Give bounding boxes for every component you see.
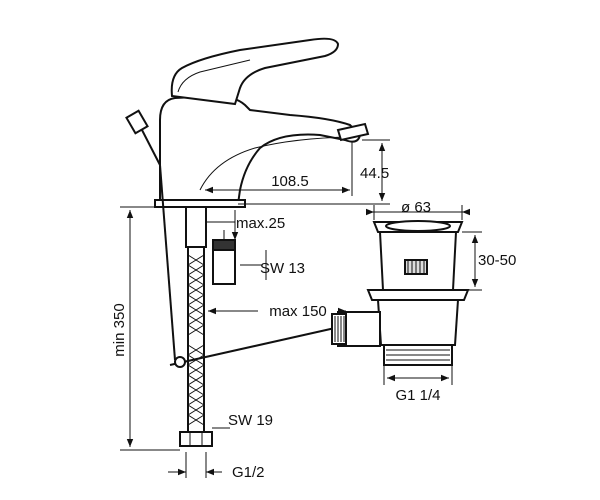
pop-up-rod: [159, 164, 336, 368]
label-108-5: 108.5: [271, 173, 309, 190]
lever-handle: [170, 37, 340, 106]
waste-valve: [331, 220, 470, 366]
dim-max-25: [206, 210, 239, 240]
label-sw-13: SW 13: [260, 260, 305, 277]
pop-up-knob: [125, 109, 161, 166]
dim-min-350: [120, 206, 180, 451]
dim-diameter-63: [366, 205, 470, 220]
label-44-5: 44.5: [360, 165, 389, 182]
dim-g1-1-4: [383, 365, 453, 385]
dim-sw-13: [240, 250, 267, 280]
dim-g1-2: [168, 452, 222, 478]
label-g1-1-4: G1 1/4: [395, 387, 440, 404]
label-30-50: 30-50: [478, 252, 516, 269]
dim-44-5: [238, 139, 390, 205]
label-sw-19: SW 19: [228, 412, 273, 429]
label-max-150: max 150: [269, 303, 327, 320]
dim-108-5: [205, 142, 353, 196]
label-diameter-63: ø 63: [401, 199, 431, 216]
label-min-350: min 350: [111, 303, 128, 356]
label-g1-2: G1/2: [232, 464, 265, 481]
label-max-25: max.25: [236, 215, 285, 232]
supply-hose: [179, 206, 213, 447]
dim-30-50: [462, 231, 482, 291]
fixing-nut: [212, 239, 236, 285]
